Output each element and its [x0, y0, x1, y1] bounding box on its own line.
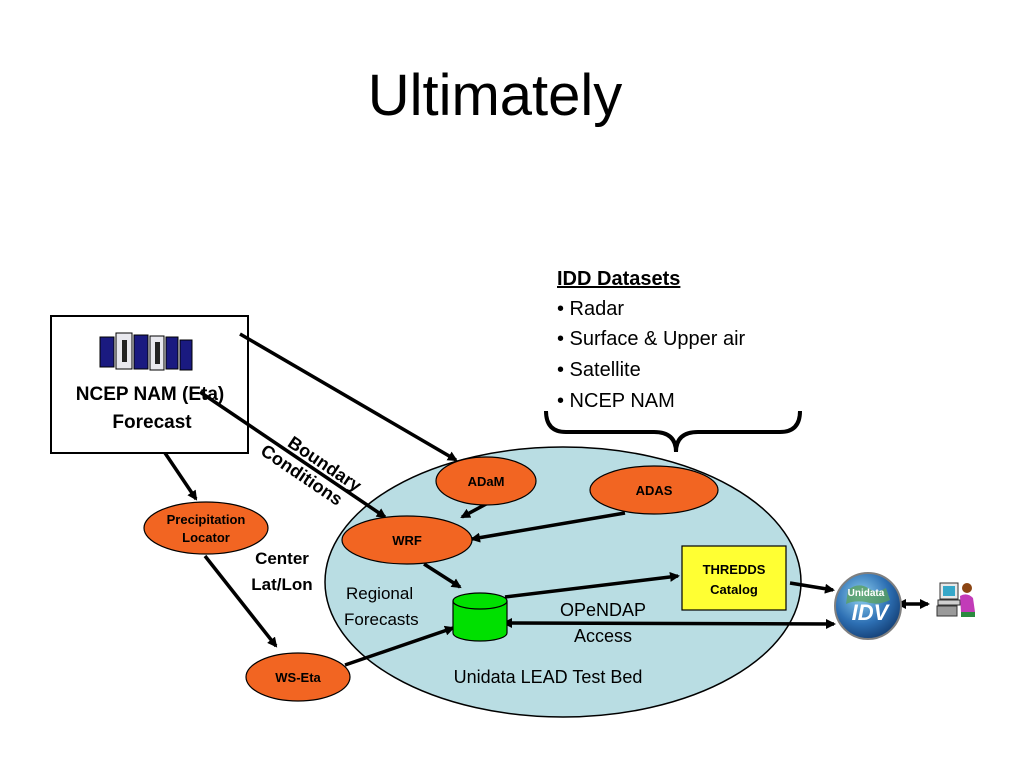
regional-label-line2: Forecasts — [344, 610, 419, 629]
thredds-label-line1: THREDDS — [703, 562, 766, 577]
adam-node — [435, 456, 537, 506]
wseta-node — [245, 652, 351, 702]
data-cylinder — [452, 592, 508, 642]
wseta-label: WS-Eta — [275, 670, 321, 685]
arrow-ncep-to-wrf — [199, 390, 387, 519]
slide-title: Ultimately — [367, 63, 623, 128]
precip-node — [143, 501, 269, 555]
idd-brace — [544, 410, 802, 453]
ncep-label-line1: NCEP NAM (Eta) — [76, 384, 225, 405]
wrf-label: WRF — [392, 533, 422, 548]
arrow-wseta-to-cylinder — [344, 625, 455, 667]
arrow-cylinder-idv-bidirectional — [502, 618, 836, 629]
arrow-ncep-to-adam — [239, 332, 458, 462]
arrow-cylinder-to-thredds — [504, 572, 680, 599]
wrf-node — [341, 515, 473, 565]
regional-label-line1: Regional — [346, 584, 413, 603]
adas-label: ADAS — [636, 483, 673, 498]
idv-logo-main: IDV — [852, 600, 891, 625]
user-computer-icon — [936, 582, 975, 617]
idd-item: • Surface & Upper air — [557, 328, 746, 350]
idd-item: • Satellite — [557, 359, 641, 381]
ncep-label-line2: Forecast — [112, 412, 192, 433]
arrow-ncep-to-precip — [163, 452, 198, 501]
idv-logo: Unidata IDV — [834, 572, 902, 640]
opendap-label-line2: Access — [574, 626, 632, 646]
center-label-line2: Lat/Lon — [251, 575, 312, 594]
opendap-label-line1: OPeNDAP — [560, 600, 646, 620]
idd-item: • NCEP NAM — [557, 390, 675, 412]
arrow-wrf-to-cylinder — [423, 562, 462, 589]
idd-item: • Radar — [557, 298, 624, 320]
arrow-adas-to-wrf — [470, 511, 626, 543]
supercomputer-icon — [99, 332, 193, 371]
adam-label: ADaM — [468, 474, 505, 489]
idd-heading: IDD Datasets — [557, 268, 680, 290]
precip-label-line1: Precipitation — [167, 512, 246, 527]
testbed-label: Unidata LEAD Test Bed — [454, 667, 643, 687]
center-label-line1: Center — [255, 549, 309, 568]
precip-label-line2: Locator — [182, 530, 230, 545]
arrow-thredds-to-idv — [789, 581, 835, 594]
thredds-box — [681, 545, 787, 611]
adas-node — [589, 465, 719, 515]
arrow-precip-to-wseta — [203, 554, 278, 648]
test-bed-ellipse — [324, 446, 802, 718]
idv-logo-top: Unidata — [848, 588, 885, 599]
thredds-label-line2: Catalog — [710, 582, 758, 597]
